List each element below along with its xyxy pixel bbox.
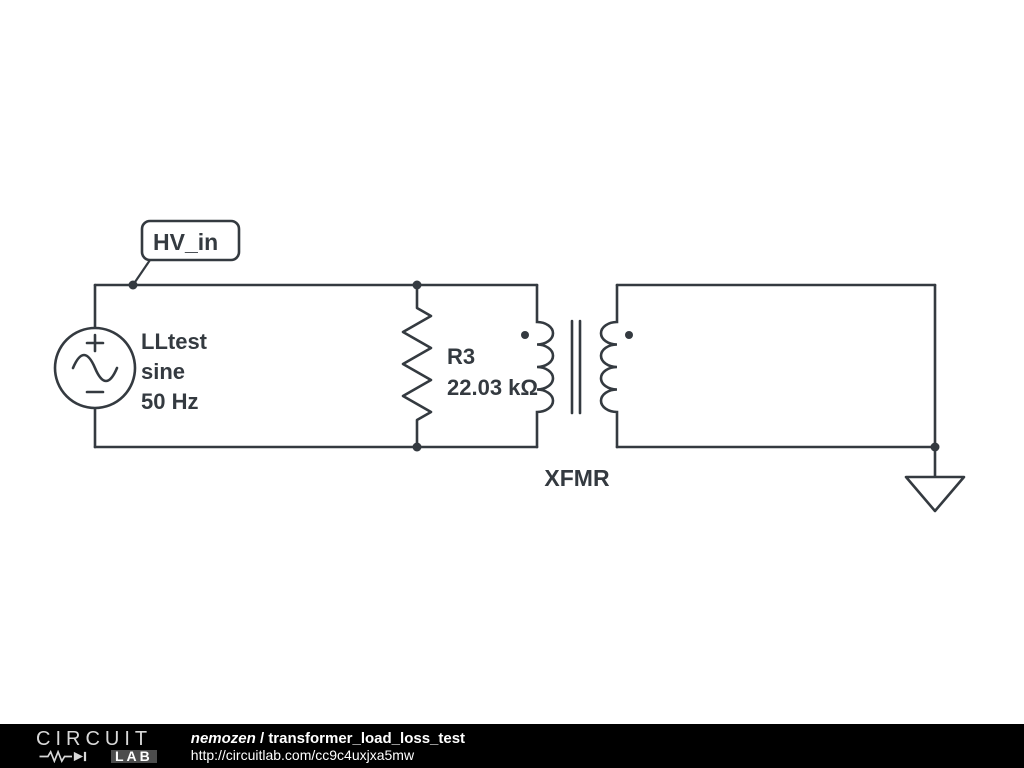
schematic-canvas: HV_in LLtest sine 50 Hz R3 22.03 kΩ XFMR <box>53 219 966 513</box>
resistor-r3[interactable] <box>401 283 433 449</box>
logo-circuit-text: CIRCUIT <box>36 728 153 750</box>
node-dot-flag <box>128 280 138 290</box>
logo-waveform-icon <box>39 750 87 763</box>
secondary-winding[interactable] <box>599 283 619 449</box>
primary-winding[interactable] <box>535 283 555 449</box>
logo-bottom-row: LAB <box>36 749 157 763</box>
ground-triangle[interactable] <box>904 475 966 513</box>
logo-lab-text: LAB <box>111 749 157 763</box>
transformer-xfmr[interactable] <box>521 283 633 449</box>
footer-meta: nemozen / transformer_load_loss_test htt… <box>191 730 465 763</box>
circuit-title-line: nemozen / transformer_load_loss_test <box>191 730 465 747</box>
resistor-value-label: 22.03 kΩ <box>447 375 538 400</box>
flag-pointer-line <box>132 259 151 286</box>
circuit-url: http://circuitlab.com/cc9c4uxjxa5mw <box>190 746 415 763</box>
node-dot-resistor-top <box>412 280 422 290</box>
core-lines <box>570 319 582 415</box>
ground-symbol[interactable] <box>904 475 966 513</box>
source-name-label: LLtest <box>141 329 208 354</box>
source-waveform-label: sine <box>141 359 185 384</box>
plus-polarity-icon <box>85 333 105 353</box>
node-dot-resistor-bottom <box>412 442 422 452</box>
wires <box>93 283 937 479</box>
voltage-source[interactable] <box>53 326 137 410</box>
transformer-name-label: XFMR <box>544 465 610 491</box>
circuitlab-logo: CIRCUIT LAB <box>36 729 157 763</box>
circuit-title-text: transformer_load_loss_test <box>268 729 466 747</box>
net-label: HV_in <box>153 229 218 255</box>
resistor-name-label: R3 <box>447 344 475 369</box>
title-separator: / <box>255 729 269 747</box>
resistor-body[interactable] <box>401 283 433 449</box>
flag-box[interactable] <box>140 219 241 262</box>
author-name: nemozen <box>190 729 256 747</box>
schematic-svg: HV_in LLtest sine 50 Hz R3 22.03 kΩ XFMR <box>53 219 966 513</box>
secondary-phase-dot <box>625 331 633 339</box>
node-dots <box>128 280 940 452</box>
primary-phase-dot <box>521 331 529 339</box>
source-frequency-label: 50 Hz <box>141 389 198 414</box>
component-labels: LLtest sine 50 Hz R3 22.03 kΩ XFMR <box>141 329 610 491</box>
footer-bar: CIRCUIT LAB nemozen / transformer_load_l… <box>0 724 1024 768</box>
sine-wave-icon <box>71 353 119 383</box>
net-flag-hv-in[interactable]: HV_in <box>132 219 241 286</box>
node-dot-ground <box>930 442 940 452</box>
